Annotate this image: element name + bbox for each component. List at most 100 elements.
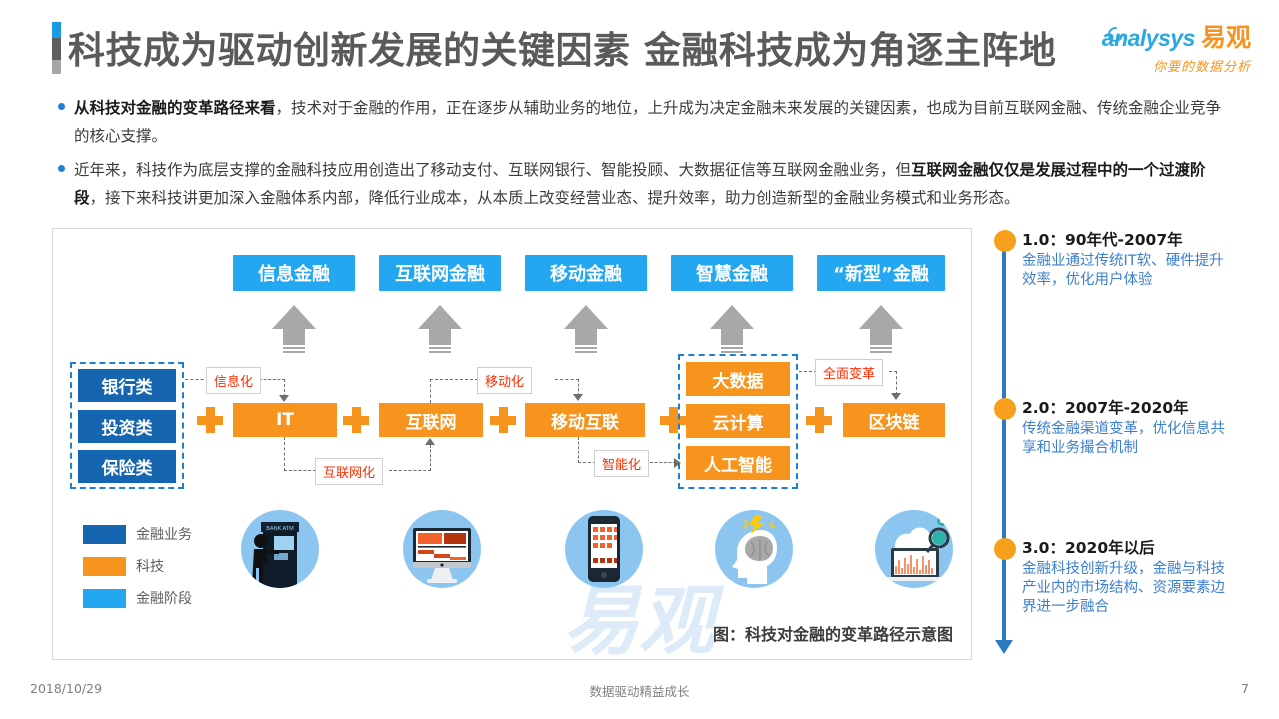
legend-swatch [83,524,126,544]
connector-line [389,470,431,471]
diagram-frame: 易观 数据分析 analysys 信息金融 互联网金融 移动金融 智慧金融 “新… [52,228,972,660]
plus-icon [490,407,516,433]
plus-icon [660,407,686,433]
timeline-item-1: 1.0：90年代-2007年 金融业通过传统IT软、硬件提升效率，优化用户体验 [1022,228,1234,290]
logo-tagline: 你要的数据分析 [1152,59,1251,74]
finance-label: 银行类 [101,378,153,398]
figure-caption: 图：科技对金融的变革路径示意图 [712,625,953,644]
transition-tag-informatization: 信息化 [206,367,262,394]
bank-atm-icon: BANK ATM [241,510,319,588]
up-arrow-icon [272,305,316,353]
transition-tag-internetization: 互联网化 [315,458,384,485]
legend-swatch [83,556,126,576]
up-arrow-icon [418,305,462,353]
stage-label: 智慧金融 [696,264,768,285]
finance-box-1: 投资类 [78,410,176,443]
footer-page-number: 7 [1241,681,1249,696]
connector-line [284,437,285,471]
legend-item-stage: 金融阶段 [83,588,192,608]
tech-stack-box-ai: 人工智能 [686,446,790,480]
finance-box-0: 银行类 [78,369,176,402]
stage-label: 移动金融 [550,264,622,285]
tag-label: 互联网化 [323,466,376,481]
connector-line [578,379,579,396]
timeline-title: 2.0：2007年-2020年 [1022,399,1189,417]
tech-label: 云计算 [712,413,764,434]
tech-box-mobile-internet: 移动互联 [525,403,645,437]
up-arrow-icon [564,305,608,353]
connector-line [430,445,431,471]
tech-stack-dashed-box [678,354,798,489]
tech-label: 人工智能 [704,455,772,476]
timeline-node-1 [994,230,1016,252]
footer-date: 2018/10/29 [30,681,103,696]
legend-label: 金融业务 [136,527,192,543]
diagram-legend: 金融业务 科技 金融阶段 [83,524,192,620]
connector-line [284,470,316,471]
timeline-arrowhead-icon [995,640,1013,654]
connector-line [259,379,285,380]
tech-label: 大数据 [712,371,764,392]
finance-label: 保险类 [101,459,153,479]
stage-label: 互联网金融 [395,264,485,285]
bullet-list: 从科技对金融的变革路径来看，技术对于金融的作用，正在逐步从辅助业务的地位，上升成… [58,94,1228,218]
legend-item-technology: 科技 [83,556,192,576]
timeline-title: 1.0：90年代-2007年 [1022,231,1183,249]
transition-tag-mobilization: 移动化 [477,367,533,394]
stage-box-1: 互联网金融 [379,255,501,291]
tech-label: 移动互联 [551,412,619,433]
tech-stack-box-bigdata: 大数据 [686,362,790,396]
stage-label: “新型”金融 [833,264,929,285]
stage-box-0: 信息金融 [233,255,355,291]
legend-item-finance: 金融业务 [83,524,192,544]
timeline-item-2: 2.0：2007年-2020年 传统金融渠道变革，优化信息共享和业务撮合机制 [1022,396,1234,458]
bullet-dot-icon [58,156,74,212]
connector-line [185,379,209,380]
timeline-description: 传统金融渠道变革，优化信息共享和业务撮合机制 [1022,421,1225,456]
finance-label: 投资类 [101,419,153,439]
svg-text:BANK ATM: BANK ATM [266,526,294,532]
up-arrow-icon [859,305,903,353]
connector-line [889,371,897,372]
connector-line [555,379,579,380]
smartphone-icon [565,510,643,588]
desktop-monitor-icon [403,510,481,588]
stage-label: 信息金融 [258,264,330,285]
slide-header: 科技成为驱动创新发展的关键因素 金融科技成为角逐主阵地 analysys 易观 … [0,0,1279,88]
finance-group-dashed-box [70,362,184,489]
plus-icon [197,407,223,433]
connector-line [284,379,285,397]
legend-label: 金融阶段 [136,591,192,607]
legend-label: 科技 [136,559,164,575]
bullet-item: 从科技对金融的变革路径来看，技术对于金融的作用，正在逐步从辅助业务的地位，上升成… [58,94,1228,150]
arrowhead-icon [891,393,901,400]
timeline-node-3 [994,538,1016,560]
transition-tag-intelligentization: 智能化 [594,450,650,477]
tech-box-it: IT [233,403,337,437]
accent-segment-blue [52,22,61,38]
tech-label: IT [276,410,294,430]
title-accent-bar [52,22,61,74]
plus-icon [343,407,369,433]
timeline-item-3: 3.0：2020年以后 金融科技创新升级，金融与科技产业内的市场结构、资源要素边… [1022,536,1234,617]
timeline: 1.0：90年代-2007年 金融业通过传统IT软、硬件提升效率，优化用户体验 … [994,228,1234,660]
finance-box-2: 保险类 [78,450,176,483]
tech-label: 区块链 [868,412,920,433]
transition-tag-comprehensive-reform: 全面变革 [815,359,884,386]
stage-box-4: “新型”金融 [817,255,945,291]
arrowhead-icon [573,394,583,401]
bullet-text: 从科技对金融的变革路径来看，技术对于金融的作用，正在逐步从辅助业务的地位，上升成… [74,99,1222,145]
tag-label: 信息化 [214,375,254,390]
tech-stack-box-cloud: 云计算 [686,404,790,438]
accent-segment-dark [52,38,61,60]
accent-segment-light [52,60,61,74]
tag-label: 智能化 [602,458,642,473]
connector-line [799,371,817,372]
connector-line [578,462,596,463]
connector-line [896,371,897,395]
stage-box-2: 移动金融 [525,255,647,291]
timeline-description: 金融业通过传统IT软、硬件提升效率，优化用户体验 [1022,253,1224,288]
bullet-dot-icon [58,94,74,150]
tech-label: 互联网 [405,412,457,433]
